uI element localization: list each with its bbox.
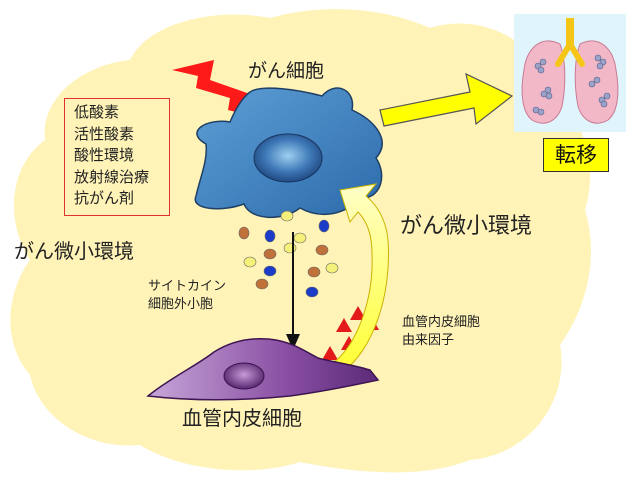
stress-factor-item: 放射線治療	[74, 167, 150, 186]
cytokine-label: サイトカイン 細胞外小胞	[148, 278, 226, 314]
microenvironment-label-right: がん微小環境	[400, 214, 533, 239]
cytokine-label-line1: サイトカイン	[148, 279, 227, 294]
stress-factor-item: 活性酸素	[74, 124, 135, 143]
metastasis-label: 転移	[543, 138, 609, 172]
cancer-cell-label: がん細胞	[248, 60, 325, 82]
endothelial-cell-label: 血管内皮細胞	[182, 406, 302, 430]
endothelial-cell	[146, 337, 380, 401]
signal-arrow-down-head	[286, 334, 300, 350]
lungs-icon	[514, 14, 626, 132]
feedback-curved-arrow	[333, 183, 390, 373]
secreted-particles	[238, 210, 339, 298]
microenvironment-label-left: がん微小環境	[14, 239, 134, 263]
stress-factor-item: 低酸素	[74, 103, 120, 121]
cancer-cell-nucleus	[253, 133, 323, 183]
cytokine-label-line2: 細胞外小胞	[148, 297, 214, 312]
metastasis-arrow	[379, 72, 514, 127]
endothelial-factor-label: 血管内皮細胞 由来因子	[402, 314, 480, 350]
endothelial-factor-label-line2: 由来因子	[402, 333, 455, 348]
endothelial-cell-nucleus	[223, 362, 265, 390]
endothelial-factor-label-line1: 血管内皮細胞	[402, 315, 481, 330]
stress-factor-item: 酸性環境	[74, 146, 135, 164]
stress-factor-item: 抗がん剤	[74, 189, 135, 207]
stress-factor-box: 低酸素 活性酸素 酸性環境 放射線治療 抗がん剤	[64, 98, 170, 216]
